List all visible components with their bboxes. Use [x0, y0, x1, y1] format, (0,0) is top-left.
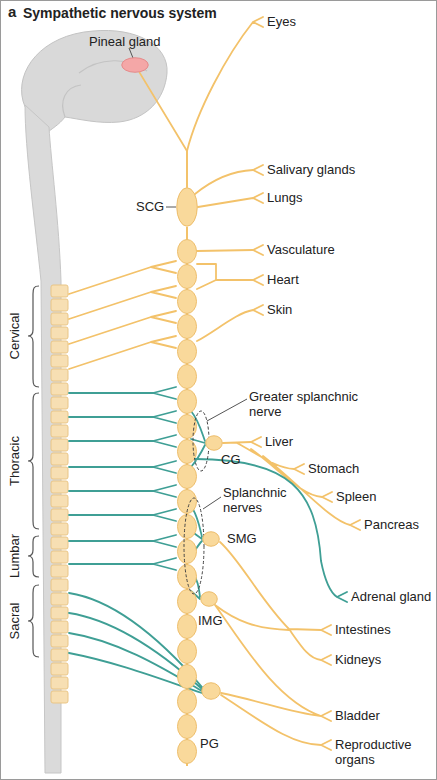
- organ-label: Adrenal gland: [351, 589, 431, 604]
- nerve-bundle-outline: [184, 498, 204, 594]
- nerve-fiber: [140, 73, 187, 187]
- ganglion: SMG: [202, 531, 220, 547]
- node-outline: [200, 591, 218, 607]
- diagram-title: Sympathetic nervous system: [23, 5, 217, 22]
- node-outline: [205, 435, 223, 451]
- node-outline: [202, 531, 220, 547]
- organ-label: Intestines: [335, 622, 391, 637]
- ganglion-oval: [202, 683, 221, 700]
- pineal-gland: Pineal gland: [121, 57, 149, 73]
- nerve-label: Greater splanchnic nerve: [249, 389, 379, 419]
- ganglion: CG: [205, 435, 223, 451]
- region-label: Thoracic: [7, 436, 22, 486]
- organ-label: Spleen: [336, 489, 376, 504]
- nerve-label: Splanchnic nerves: [223, 485, 298, 515]
- organ-label: Heart: [267, 272, 299, 287]
- ganglion-label: PG: [200, 736, 219, 751]
- region-bracket: [28, 585, 39, 657]
- region-bracket: [28, 286, 39, 387]
- region-label: Sacral: [7, 603, 22, 640]
- organ-label: Bladder: [335, 708, 380, 723]
- organ-label: Vasculature: [267, 242, 335, 257]
- leader-lines: [129, 48, 247, 509]
- ganglion: PG: [201, 682, 221, 700]
- ganglion-oval: [177, 188, 198, 227]
- organ-label: Stomach: [308, 461, 359, 476]
- brain: [22, 30, 168, 133]
- region-bracket: [28, 536, 39, 577]
- region-label: Cervical: [7, 313, 22, 360]
- ganglion-oval: [206, 436, 223, 451]
- gland-oval: [122, 58, 149, 73]
- organ-label: Kidneys: [335, 652, 381, 667]
- organ-label: Eyes: [267, 14, 296, 29]
- spinal-segments: [50, 284, 70, 704]
- ganglion-label: SCG: [136, 199, 164, 214]
- ganglion-label: CG: [221, 452, 241, 467]
- postganglionic-fibers: [69, 17, 360, 750]
- preganglionic-fibers: [69, 387, 347, 693]
- organ-label: Skin: [267, 302, 292, 317]
- node-outline: [201, 682, 221, 700]
- region-bracket: [28, 393, 39, 529]
- organ-label: Salivary glands: [267, 162, 355, 177]
- gland-label: Pineal gland: [89, 34, 161, 49]
- ganglion-label: IMG: [198, 613, 223, 628]
- organ-label: Pancreas: [364, 517, 419, 532]
- organ-label: Lungs: [267, 190, 302, 205]
- node-outline: [121, 57, 149, 73]
- region-label: Lumbar: [7, 534, 22, 578]
- ganglion-label: SMG: [227, 531, 257, 546]
- ganglion-oval: [203, 532, 220, 547]
- ganglion: IMG: [200, 591, 218, 607]
- ganglion-oval: [201, 592, 218, 607]
- organ-label: Liver: [265, 434, 293, 449]
- sympathetic-chain: [176, 239, 198, 764]
- organ-label: Reproductive organs: [335, 737, 435, 767]
- panel-letter: a: [8, 3, 16, 20]
- node-outline: [176, 187, 198, 227]
- ganglion: SCG: [176, 187, 198, 227]
